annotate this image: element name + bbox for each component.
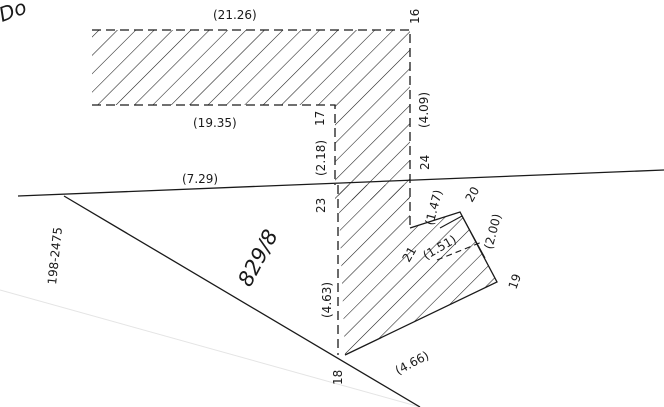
point-20: 20 [462,184,482,204]
faint-line [0,289,421,407]
parcel-ref: 198-2475 [45,226,65,285]
dim-step-vertical: (2.18) [314,140,328,176]
dim-mid-horizontal: (19.35) [193,116,237,130]
corner-text: Do [0,0,30,27]
boundary-line-diagonal [63,195,421,407]
inner-dash [436,241,483,261]
point-21: 21 [399,244,419,264]
boundary-line-main [17,169,664,197]
dim-right-small: (2.00) [481,212,504,250]
point-18: 18 [331,370,345,385]
hatched-area-lower [338,185,497,355]
point-23: 23 [314,198,328,213]
building-outline-upper [92,29,411,228]
point-17: 17 [313,111,327,126]
point-16: 16 [408,9,422,24]
dim-line-left: (7.29) [182,172,218,186]
building-outline-step [92,104,336,185]
dim-left-lower: (4.63) [320,282,334,318]
point-24: 24 [418,155,432,170]
parcel-label: 829/8 [233,226,283,291]
dim-bottom-diag: (4.66) [393,348,431,377]
dim-top: (21.26) [213,8,257,22]
hatched-area-upper [92,30,410,200]
point-19: 19 [506,272,524,291]
dim-right-upper: (4.09) [417,92,431,128]
